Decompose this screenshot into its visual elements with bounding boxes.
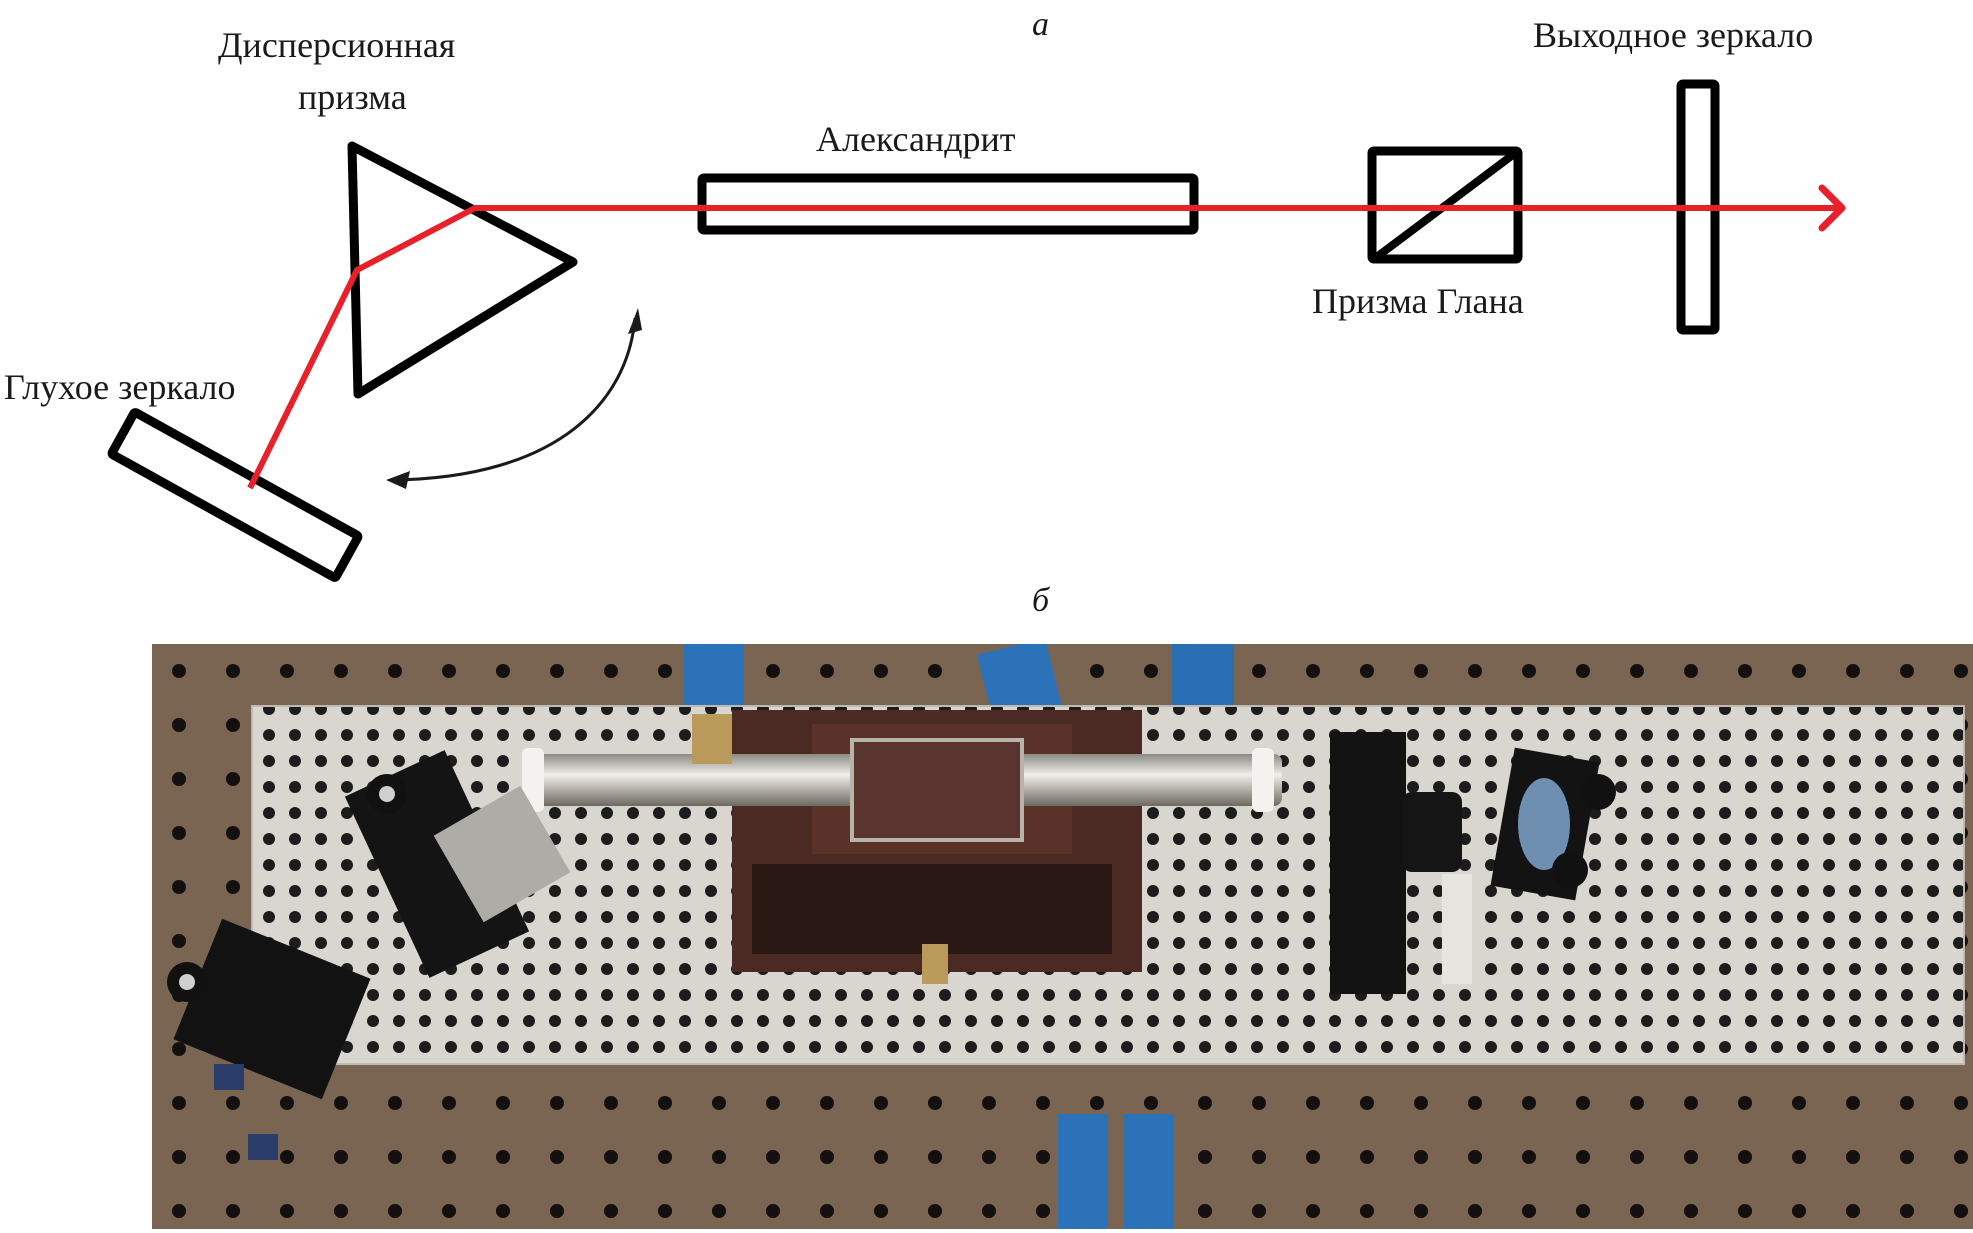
rotation-arrowhead-up-icon [628,308,642,334]
hose-top-left [684,644,744,714]
glan-holder [1402,792,1462,872]
brass-fitting-top [692,714,732,764]
optical-schematic [107,79,1846,582]
tube-end-right [1252,748,1274,812]
hose-bottom-1 [1058,1114,1108,1229]
laser-beam [247,205,1840,490]
glan-prism-mount [1330,732,1406,994]
laser-head-lower [752,864,1112,954]
back-mirror-label: Глухое зеркало [4,367,236,407]
output-mirror-mount [1490,747,1616,901]
post-holder [1442,874,1472,984]
prism-mount [344,750,571,978]
alexandrite-label: Александрит [816,119,1016,159]
back-mirror-mount [167,918,371,1160]
hose-bottom-2 [1124,1114,1174,1229]
dispersion-prism [347,141,578,399]
dispersion-prism-label-line2: призма [298,77,407,117]
alexandrite-chamber [850,738,1024,842]
dispersion-prism-label-line1: Дисперсионная [218,25,456,65]
rotation-arrowhead-left-icon [386,471,410,489]
rotation-arrow [391,317,637,482]
beam-arrowhead-icon [1818,184,1846,232]
setup-photo [152,644,1973,1229]
alexandrite-rod [697,173,1199,235]
output-mirror-label: Выходное зеркало [1533,15,1814,55]
glan-prism-label: Призма Глана [1312,281,1524,321]
panel-a-letter: а [1032,6,1049,43]
panel-b-letter: б [1032,582,1050,619]
back-mirror [107,408,363,582]
tube-end-left [522,748,544,812]
brass-fitting-bottom [922,944,948,984]
